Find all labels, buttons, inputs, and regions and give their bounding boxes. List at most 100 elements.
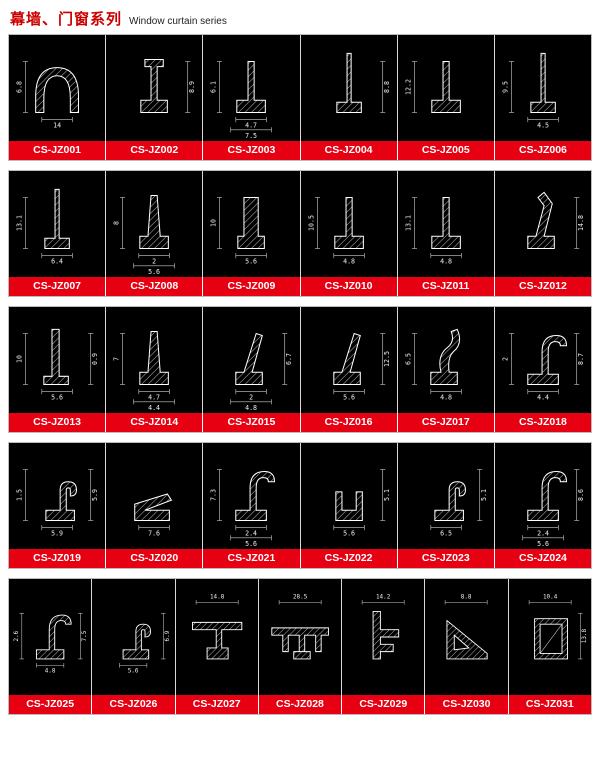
svg-text:4.4: 4.4 — [537, 394, 549, 402]
product-cell: 12.2 — [398, 35, 495, 141]
svg-text:4.8: 4.8 — [45, 668, 56, 675]
product-code-label: CS-JZ024 — [519, 552, 567, 564]
svg-text:5.6: 5.6 — [148, 268, 160, 276]
svg-text:6.7: 6.7 — [285, 353, 293, 365]
product-cell: 14.2 — [342, 579, 426, 695]
product-code-label: CS-JZ016 — [301, 413, 398, 432]
svg-text:5.6: 5.6 — [537, 540, 549, 548]
product-cell: 28.5 — [259, 579, 343, 695]
profile-cross-section-drawing: 825.6 — [113, 194, 175, 276]
profile-cross-section-drawing: 8.8 — [445, 594, 489, 660]
svg-text:10.4: 10.4 — [543, 594, 558, 601]
profile-cross-section-drawing: 7.32.45.6 — [210, 469, 276, 548]
profile-cross-section-drawing: 14.2 — [361, 594, 405, 660]
profile-cross-section-drawing: 14.8 — [527, 191, 585, 249]
profile-cross-section-drawing: 13.8 10.4 — [528, 594, 587, 660]
svg-text:7.5: 7.5 — [245, 132, 257, 140]
svg-text:8.9: 8.9 — [188, 81, 196, 93]
svg-text:9.5: 9.5 — [501, 81, 509, 93]
profile-cross-section-drawing: 5.15.6 — [333, 469, 390, 538]
svg-text:7.6: 7.6 — [148, 530, 160, 538]
svg-text:7: 7 — [113, 357, 121, 361]
product-code-label: CS-JZ018 — [519, 416, 567, 428]
profile-cross-section-drawing: 28.5 — [271, 594, 329, 660]
profile-cross-section-drawing: 105.6 — [210, 196, 268, 266]
svg-text:4.4: 4.4 — [148, 404, 160, 412]
svg-text:8.8: 8.8 — [461, 594, 472, 601]
svg-text:8.7: 8.7 — [577, 353, 585, 365]
product-code-label: CS-JZ028 — [259, 695, 343, 714]
product-code-label: CS-JZ025 — [9, 695, 93, 714]
product-cell: 8.8 — [425, 579, 509, 695]
svg-text:4.7: 4.7 — [245, 122, 257, 130]
product-code-label: CS-JZ017 — [398, 413, 495, 432]
svg-text:5.9: 5.9 — [51, 530, 63, 538]
svg-text:5.9: 5.9 — [91, 489, 99, 501]
svg-text:28.5: 28.5 — [293, 594, 308, 601]
product-code-label: CS-JZ026 — [92, 695, 176, 714]
product-code-label: CS-JZ007 — [9, 277, 107, 296]
product-code-label: CS-JZ006 — [519, 144, 567, 156]
svg-text:2: 2 — [152, 258, 156, 266]
profile-cross-section-drawing: 2 8.7 4.4 — [501, 333, 585, 402]
product-code-label: CS-JZ019 — [9, 549, 107, 568]
svg-text:13.8: 13.8 — [580, 629, 587, 644]
svg-text:4.7: 4.7 — [148, 394, 160, 402]
svg-text:5.6: 5.6 — [128, 668, 139, 675]
svg-text:4.8: 4.8 — [440, 258, 452, 266]
svg-text:6.9: 6.9 — [164, 630, 171, 641]
product-cell: 2 8.7 4.4 — [495, 307, 591, 413]
product-cell: 7 4.7 4.4 — [106, 307, 204, 413]
product-code-label: CS-JZ002 — [106, 141, 204, 160]
product-code-label: CS-JZ027 — [176, 695, 259, 714]
svg-text:8.8: 8.8 — [382, 81, 390, 93]
product-code-label: CS-JZ013 — [9, 413, 107, 432]
product-code-label: CS-JZ029 — [342, 695, 426, 714]
profile-cross-section-drawing: 9.54.5 — [501, 52, 559, 130]
svg-text:0.9: 0.9 — [91, 353, 99, 365]
svg-text:2.6: 2.6 — [13, 630, 20, 641]
product-code-label: CS-JZ023 — [398, 549, 495, 568]
svg-text:14.2: 14.2 — [376, 594, 391, 601]
svg-text:6.5: 6.5 — [440, 530, 452, 538]
product-cell: 7.6 — [106, 443, 204, 549]
svg-text:2: 2 — [501, 357, 509, 361]
svg-text:13.1: 13.1 — [404, 215, 412, 231]
product-code-label: CS-JZ020 — [106, 549, 204, 568]
profile-cross-section-drawing: 8.8 — [335, 52, 390, 113]
svg-text:8.6: 8.6 — [577, 489, 585, 501]
product-cell: 13.8 10.4 — [509, 579, 591, 695]
svg-text:4.8: 4.8 — [440, 394, 452, 402]
svg-text:5.6: 5.6 — [51, 394, 63, 402]
profile-cross-section-drawing: 5.16.5 — [430, 469, 488, 538]
profile-cross-section-drawing: 7.6 — [134, 493, 173, 538]
product-code-label: CS-JZ001 — [9, 141, 107, 160]
profile-cross-section-drawing: 6.814 — [15, 61, 79, 130]
product-code-label: CS-JZ030 — [425, 695, 509, 714]
product-code-label: CS-JZ031 — [525, 698, 574, 710]
page-header: 幕墙、门窗系列 Window curtain series — [0, 0, 600, 34]
profile-cross-section-drawing: 8.62.45.6 — [522, 469, 585, 548]
svg-text:5.1: 5.1 — [382, 489, 390, 501]
